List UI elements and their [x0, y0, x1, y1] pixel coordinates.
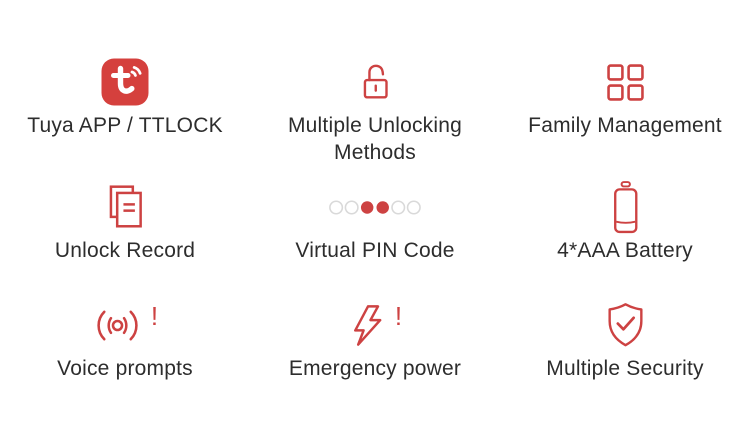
feature-label: Family Management [528, 114, 722, 137]
feature-battery: 4*AAA Battery [500, 174, 750, 292]
feature-label: Tuya APP / TTLOCK [27, 114, 223, 137]
feature-label: Voice prompts [57, 357, 193, 380]
alert-exclamation: ! [150, 300, 159, 331]
tuya-app-logo-icon [101, 55, 149, 109]
feature-label: Emergency power [288, 357, 462, 380]
lightning-bolt-icon: ! [348, 302, 402, 349]
feature-unlock-record: Unlock Record [0, 174, 250, 292]
feature-tuya-app: Tuya APP / TTLOCK [0, 50, 250, 174]
feature-label: Virtual PIN Code [295, 239, 455, 262]
grid-2x2-squares-icon [606, 55, 644, 109]
feature-grid: Tuya APP / TTLOCK Multiple Unlocking Met… [0, 50, 750, 422]
battery-low-icon [602, 180, 649, 234]
documents-icon [100, 180, 150, 234]
shield-check-icon [602, 298, 649, 352]
alert-exclamation: ! [394, 300, 403, 331]
feature-label: Unlock Record [54, 239, 196, 262]
feature-voice-prompts: ! Voice prompts [0, 292, 250, 422]
sound-waves-icon: ! [92, 302, 158, 349]
feature-virtual-pin: Virtual PIN Code [250, 174, 500, 292]
feature-unlock-methods: Multiple Unlocking Methods [250, 50, 500, 174]
feature-label: Multiple Unlocking Methods [287, 114, 462, 164]
feature-security: Multiple Security [500, 292, 750, 422]
feature-label: Multiple Security [546, 357, 704, 380]
pin-dots-icon [328, 180, 422, 234]
feature-emergency-power: ! Emergency power [250, 292, 500, 422]
feature-family-management: Family Management [500, 50, 750, 174]
open-padlock-icon [352, 55, 398, 109]
feature-label: 4*AAA Battery [557, 239, 693, 262]
